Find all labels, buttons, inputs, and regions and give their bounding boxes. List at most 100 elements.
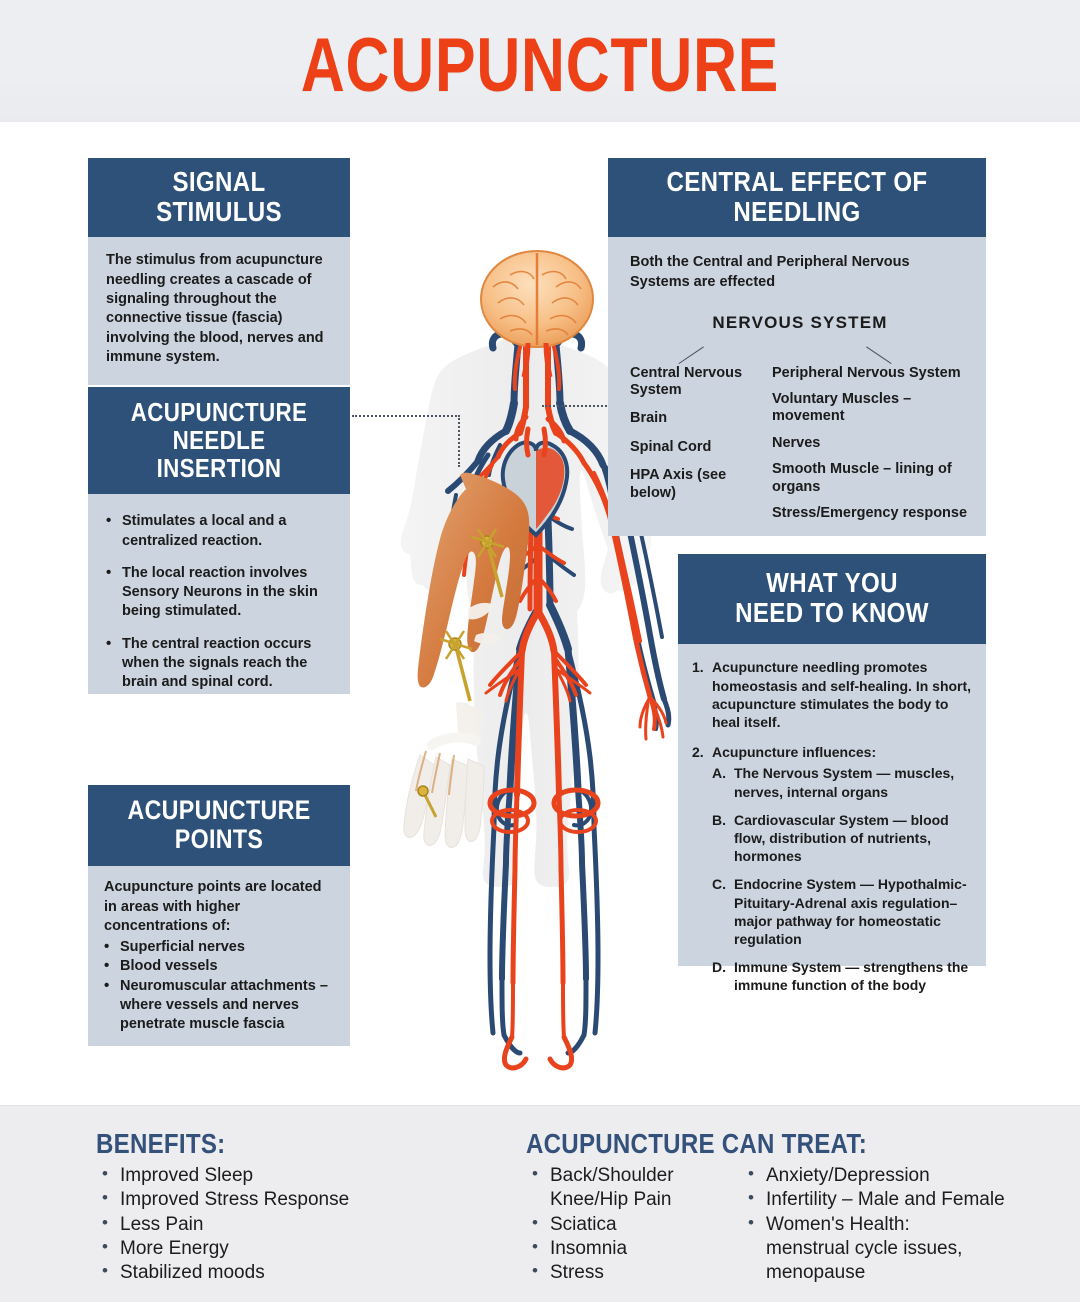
list-item-number: 1. [692, 659, 704, 676]
need-to-know-sublist: A. The Nervous System — muscles, nerves,… [712, 764, 972, 994]
list-item-text: The Nervous System — muscles, nerves, in… [734, 765, 955, 800]
can-treat-section: ACUPUNCTURE CAN TREAT: Back/Shoulder Kne… [526, 1128, 1046, 1286]
panel-acupuncture-points-heading-line2: POINTS [174, 824, 264, 855]
list-item: Stimulates a local and a centralized rea… [106, 511, 334, 551]
list-item: Knee/Hip Pain [550, 1189, 672, 1211]
list-item: C. Endocrine System — Hypothalmic-Pituit… [712, 875, 972, 948]
list-item: HPA Axis (see below) [630, 467, 727, 501]
list-item: Less Pain [96, 1212, 496, 1237]
list-item: 2. Acupuncture influences: A. The Nervou… [692, 743, 972, 994]
acupuncture-points-intro: Acupuncture points are located in areas … [104, 879, 322, 934]
can-treat-title: ACUPUNCTURE CAN TREAT: [526, 1128, 1046, 1160]
list-item: Anxiety/Depression [742, 1163, 1042, 1188]
list-item: Stabilized moods [96, 1260, 496, 1285]
branch-line-right [866, 333, 900, 364]
list-item: Smooth Muscle – lining of organs [772, 461, 952, 495]
connector-signal-vertical [458, 415, 460, 467]
list-item: The local reaction involves Sensory Neur… [106, 563, 334, 622]
brain-organ [480, 250, 594, 378]
panel-need-to-know-heading-line2: NEED TO KNOW [735, 597, 929, 629]
peripheral-nervous-system-column: Peripheral Nervous System Voluntary Musc… [772, 365, 970, 532]
list-item: Nerves [772, 434, 821, 451]
list-item-number: A. [712, 765, 726, 782]
list-item: Stress/Emergency response [772, 504, 968, 521]
list-item: More Energy [96, 1236, 496, 1261]
panel-acupuncture-points-heading-line1: ACUPUNCTURE [127, 795, 311, 825]
list-item: Women's Health: [742, 1212, 1042, 1237]
panel-need-to-know-heading-line1: WHAT YOU [766, 567, 898, 598]
list-item: Central Nervous System [630, 364, 743, 399]
list-item-text: Acupuncture influences: [712, 744, 877, 761]
list-item: Neuromuscular attachments – where vessel… [104, 976, 336, 1035]
body-silhouette [400, 269, 652, 887]
panel-signal-stimulus-body: The stimulus from acupuncture needling c… [88, 237, 350, 386]
list-item: Blood vessels [104, 956, 336, 976]
list-item-number: C. [712, 876, 726, 893]
connector-signal-to-brain [352, 415, 460, 417]
list-item: A. The Nervous System — muscles, nerves,… [712, 764, 972, 800]
benefits-list: Improved Sleep Improved Stress Response … [96, 1163, 496, 1286]
list-item: menopause [766, 1262, 866, 1284]
can-treat-columns: Back/Shoulder Knee/Hip Pain Sciatica Ins… [526, 1160, 1046, 1286]
can-treat-title-text: ACUPUNCTURE CAN TREAT: [526, 1128, 868, 1159]
central-effect-intro: Both the Central and Peripheral Nervous … [630, 254, 910, 290]
list-item: Insomnia [526, 1236, 726, 1261]
list-item-number: B. [712, 811, 726, 828]
panel-central-effect-heading: CENTRAL EFFECT OF NEEDLING [608, 158, 986, 238]
panel-need-to-know: WHAT YOU NEED TO KNOW 1. Acupuncture nee… [678, 554, 986, 993]
branch-line-left [670, 333, 704, 364]
list-item-text: Acupuncture needling promotes homeostasi… [712, 659, 972, 731]
list-item: Improved Stress Response [96, 1187, 496, 1212]
need-to-know-list: 1. Acupuncture needling promotes homeost… [692, 658, 972, 994]
list-item-text: Endocrine System — Hypothalmic-Pituitary… [734, 876, 967, 947]
list-item: Back/Shoulder [526, 1163, 726, 1188]
panel-need-to-know-body: 1. Acupuncture needling promotes homeost… [678, 644, 986, 993]
panel-acupuncture-points: ACUPUNCTURE POINTS Acupuncture points ar… [88, 785, 350, 1047]
list-item: Peripheral Nervous System [772, 364, 961, 381]
central-nervous-system-column: Central Nervous System Brain Spinal Cord… [630, 365, 758, 532]
panel-need-to-know-heading: WHAT YOU NEED TO KNOW [678, 554, 986, 645]
list-item: Brain [630, 410, 668, 427]
muscular-arm [403, 472, 530, 848]
benefits-title-text: BENEFITS: [96, 1128, 226, 1159]
list-item: Stress [526, 1260, 726, 1285]
panel-central-effect-heading-text: CENTRAL EFFECT OF NEEDLING [666, 166, 928, 228]
list-item-text: Immune System — strengthens the immune f… [734, 959, 969, 994]
acupuncture-needles [417, 528, 505, 818]
bottom-summary-band: BENEFITS: Improved Sleep Improved Stress… [0, 1105, 1080, 1302]
nervous-system-diagram-title: NERVOUS SYSTEM [712, 313, 888, 333]
list-item: The central reaction occurs when the sig… [106, 634, 334, 693]
acupuncture-points-bullet-list: Superficial nerves Blood vessels Neuromu… [104, 937, 336, 1035]
benefits-section: BENEFITS: Improved Sleep Improved Stress… [96, 1128, 496, 1286]
main-canvas: SIGNAL STIMULUS The stimulus from acupun… [0, 122, 1080, 1105]
panel-signal-stimulus-heading-text: SIGNAL STIMULUS [156, 166, 282, 228]
can-treat-list-right: Anxiety/Depression Infertility – Male an… [742, 1163, 1042, 1286]
panel-central-effect: CENTRAL EFFECT OF NEEDLING Both the Cent… [608, 158, 986, 537]
panel-central-effect-body: Both the Central and Peripheral Nervous … [608, 237, 986, 537]
arterial-system [462, 344, 668, 1071]
panel-acupuncture-points-body: Acupuncture points are located in areas … [88, 866, 350, 1047]
needle-insertion-bullet-list: Stimulates a local and a centralized rea… [106, 511, 334, 693]
panel-needle-insertion-heading-line2: NEEDLE INSERTION [156, 425, 282, 484]
list-item: D. Immune System — strengthens the immun… [712, 958, 972, 994]
list-item-number: D. [712, 959, 726, 976]
list-item: Spinal Cord [630, 438, 712, 455]
benefits-title: BENEFITS: [96, 1128, 496, 1160]
panel-needle-insertion: ACUPUNCTURE NEEDLE INSERTION Stimulates … [88, 387, 350, 695]
list-item: 1. Acupuncture needling promotes homeost… [692, 658, 972, 731]
panel-acupuncture-points-heading: ACUPUNCTURE POINTS [88, 785, 350, 867]
list-item-number: 2. [692, 744, 704, 761]
nervous-system-columns: Central Nervous System Brain Spinal Cord… [630, 365, 970, 532]
list-item: menstrual cycle issues, [766, 1237, 963, 1259]
list-item: Infertility – Male and Female [742, 1187, 1042, 1212]
can-treat-list-left: Back/Shoulder Knee/Hip Pain Sciatica Ins… [526, 1163, 726, 1286]
panel-needle-insertion-heading: ACUPUNCTURE NEEDLE INSERTION [88, 387, 350, 495]
list-item: Sciatica [526, 1212, 726, 1237]
panel-signal-stimulus: SIGNAL STIMULUS The stimulus from acupun… [88, 158, 350, 386]
list-item: Voluntary Muscles – movement [772, 391, 912, 425]
nervous-system-branch-lines [630, 333, 970, 364]
panel-signal-stimulus-text: The stimulus from acupuncture needling c… [106, 252, 324, 365]
list-item: Improved Sleep [96, 1163, 496, 1188]
list-item: Superficial nerves [104, 937, 336, 957]
